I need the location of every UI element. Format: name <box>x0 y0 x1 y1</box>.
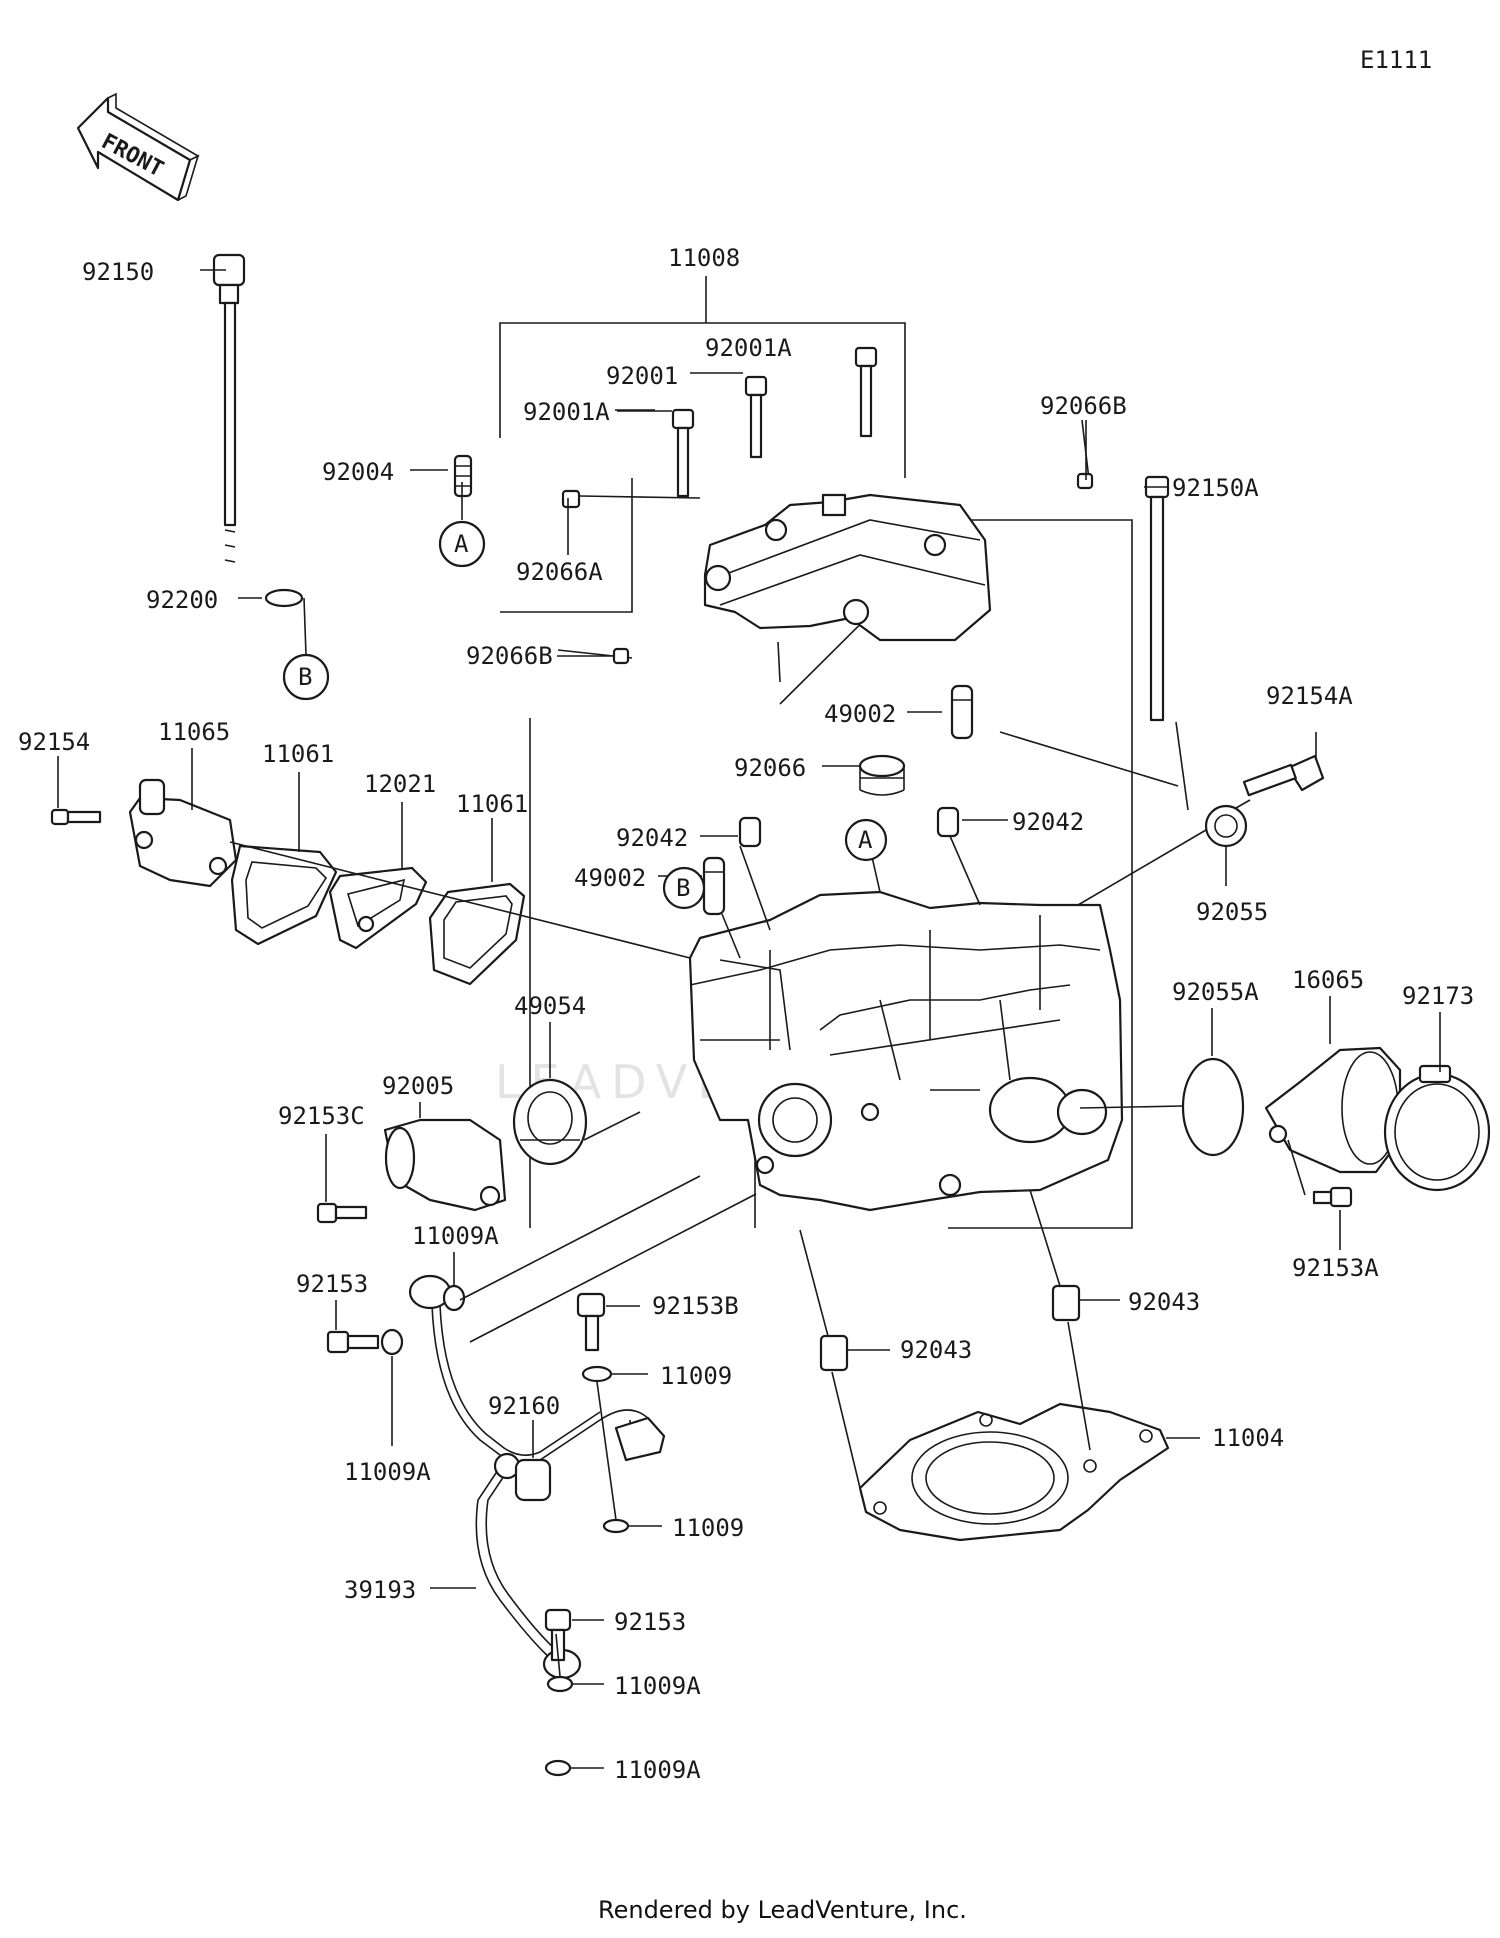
washer-92200 <box>264 588 304 608</box>
label-92066A: 92066A <box>516 558 603 586</box>
bolt-92154A <box>1235 754 1325 809</box>
label-92043-1: 92043 <box>1128 1288 1200 1316</box>
label-11009-1: 11009 <box>660 1362 732 1390</box>
gasket-11061-2 <box>428 882 526 986</box>
tappet-49002-2 <box>702 856 726 916</box>
intake-holder-16065 <box>1264 1046 1402 1174</box>
tappet-49002-1 <box>950 684 974 740</box>
washer-11009A-4 <box>544 1759 572 1777</box>
diagram-id: E1111 <box>1360 46 1432 74</box>
label-92001A-1: 92001A <box>705 334 792 362</box>
label-12021: 12021 <box>364 770 436 798</box>
label-92055A: 92055A <box>1172 978 1259 1006</box>
reed-valve-12021 <box>328 866 428 950</box>
label-49002-1: 49002 <box>824 700 896 728</box>
label-92066: 92066 <box>734 754 806 782</box>
label-92153-1: 92153 <box>296 1270 368 1298</box>
label-92150: 92150 <box>82 258 154 286</box>
dowel-92042-2 <box>936 806 960 838</box>
label-92153A: 92153A <box>1292 1254 1379 1282</box>
label-92173: 92173 <box>1402 982 1474 1010</box>
label-92154A: 92154A <box>1266 682 1353 710</box>
clamp-92173 <box>1383 1064 1491 1192</box>
bolt-92154 <box>50 808 102 826</box>
label-92042-1: 92042 <box>616 824 688 852</box>
callout-a-lower: A <box>844 818 888 862</box>
label-92153-2: 92153 <box>614 1608 686 1636</box>
oil-seal-92055 <box>1204 804 1248 848</box>
lower-leader-lines <box>57 269 1441 1769</box>
label-92150A: 92150A <box>1172 474 1259 502</box>
label-11004: 11004 <box>1212 1424 1284 1452</box>
callout-b-lower: B <box>662 866 706 910</box>
plug-92066 <box>858 754 906 796</box>
label-11065: 11065 <box>158 718 230 746</box>
washer-11009A-3 <box>546 1675 574 1693</box>
label-11009A-1: 11009A <box>412 1222 499 1250</box>
label-92055: 92055 <box>1196 898 1268 926</box>
o-ring-92055A <box>1181 1057 1245 1157</box>
label-92001: 92001 <box>606 362 678 390</box>
svg-text:B: B <box>676 874 690 902</box>
thermostat-housing-92005 <box>383 1118 507 1212</box>
label-92005: 92005 <box>382 1072 454 1100</box>
label-11009A-3: 11009A <box>614 1672 701 1700</box>
label-11061-1: 11061 <box>262 740 334 768</box>
dowel-92043-2 <box>819 1334 849 1372</box>
label-92043-2: 92043 <box>900 1336 972 1364</box>
dowel-92066B-1 <box>1076 472 1094 490</box>
washer-11009A-1 <box>442 1284 466 1312</box>
dowel-92066B-2 <box>612 647 630 665</box>
washer-11009A-2 <box>380 1328 404 1356</box>
washer-11009-2 <box>602 1518 630 1534</box>
bolts-92001 <box>671 346 878 498</box>
bolt-92153A <box>1312 1186 1353 1208</box>
label-92153B: 92153B <box>652 1292 739 1320</box>
oil-pipe-39193 <box>408 1274 666 1680</box>
label-11009A-2: 11009A <box>344 1458 431 1486</box>
label-11009A-4: 11009A <box>614 1756 701 1784</box>
dowel-92066A <box>561 489 581 509</box>
label-92153C: 92153C <box>278 1102 365 1130</box>
bolt-92153-1 <box>326 1330 350 1354</box>
svg-text:A: A <box>858 826 873 854</box>
dowel-92042-1 <box>738 816 762 848</box>
gasket-11061-1 <box>230 844 338 946</box>
svg-text:A: A <box>454 530 469 558</box>
reed-valve-cover-11065 <box>128 778 238 888</box>
label-92004: 92004 <box>322 458 394 486</box>
label-92042-2: 92042 <box>1012 808 1084 836</box>
front-direction-arrow: FRONT <box>76 92 200 202</box>
label-92154: 92154 <box>18 728 90 756</box>
camshaft-holder-11008 <box>703 493 992 642</box>
callout-b-upper: B <box>282 653 330 701</box>
bolt-92150A <box>1144 475 1170 722</box>
bolt-92150 <box>212 253 246 563</box>
label-92066B-1: 92066B <box>1040 392 1127 420</box>
label-39193: 39193 <box>344 1576 416 1604</box>
label-92200: 92200 <box>146 586 218 614</box>
collar-92160 <box>514 1458 552 1502</box>
label-92160: 92160 <box>488 1392 560 1420</box>
label-11009-2: 11009 <box>672 1514 744 1542</box>
thermostat-49054 <box>512 1078 588 1166</box>
bolt-92153B <box>576 1292 606 1352</box>
callout-a-upper: A <box>438 520 486 568</box>
bolt-92153C <box>316 1202 368 1224</box>
label-11008: 11008 <box>668 244 740 272</box>
label-49002-2: 49002 <box>574 864 646 892</box>
cylinder-head <box>688 890 1124 1212</box>
label-11061-2: 11061 <box>456 790 528 818</box>
stud-92004 <box>453 454 473 498</box>
cylinder-head-gasket-11004 <box>858 1402 1170 1542</box>
label-49054: 49054 <box>514 992 586 1020</box>
label-16065: 16065 <box>1292 966 1364 994</box>
washer-11009-1 <box>581 1365 613 1383</box>
svg-text:B: B <box>298 663 312 691</box>
label-92001A-2: 92001A <box>523 398 610 426</box>
dowel-92043-1 <box>1051 1284 1081 1322</box>
footer-credit: Rendered by LeadVenture, Inc. <box>598 1896 967 1924</box>
label-92066B-2: 92066B <box>466 642 553 670</box>
